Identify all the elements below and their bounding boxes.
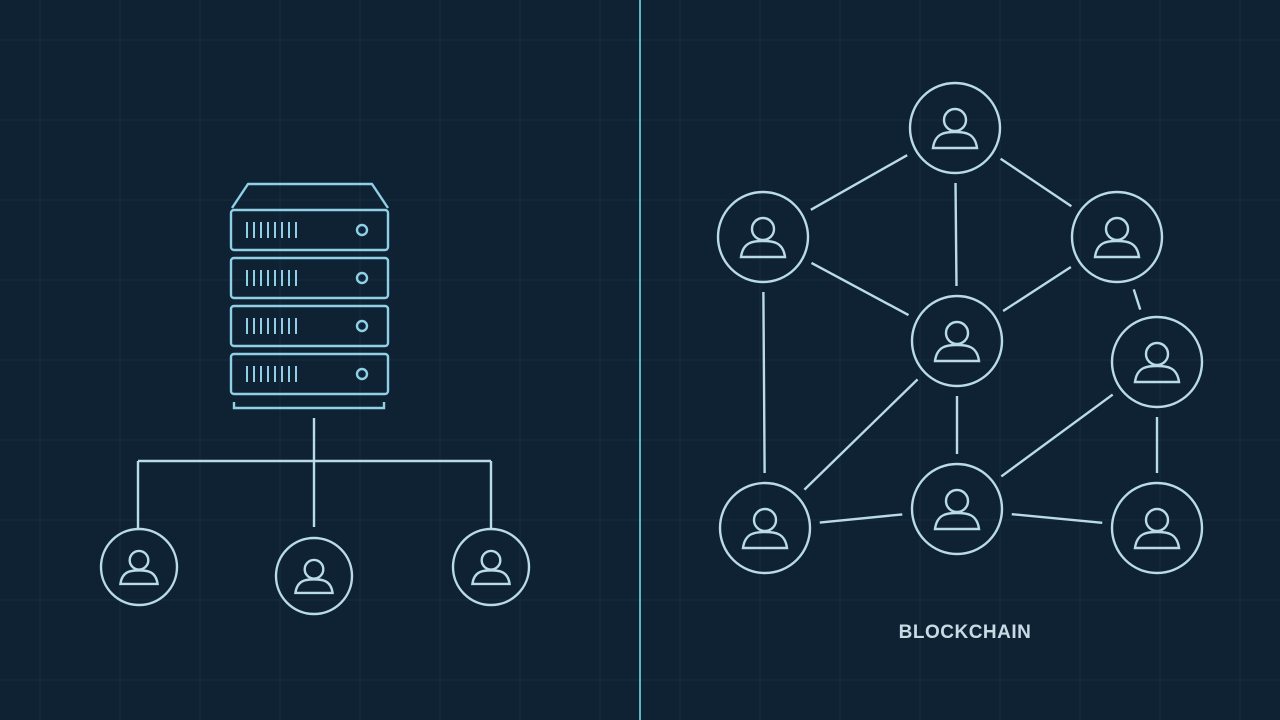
node-circle [910,462,1004,556]
user-body [294,578,334,595]
server-unit-body [229,352,390,396]
user-head [303,558,325,580]
user-body [739,239,787,259]
user-icon [933,488,981,531]
user-head [750,216,776,242]
peer-node [910,462,1004,556]
client-node [99,527,179,607]
user-body [1133,364,1181,384]
peer-link [1000,393,1114,478]
node-circle [1110,481,1204,575]
user-icon [1093,216,1141,259]
server-rack-icon [229,182,390,410]
node-circle [716,190,810,284]
peer-link [954,182,958,287]
peer-link [762,291,766,474]
peer-node [908,81,1002,175]
peer-node [910,294,1004,388]
user-body [1133,530,1181,550]
server-led [355,319,369,333]
user-icon [741,507,789,550]
peer-link [999,157,1073,208]
server-unit [229,304,390,348]
user-head [480,549,502,571]
user-icon [933,320,981,363]
server-unit [229,256,390,300]
peer-link [1002,265,1072,313]
user-body [1093,239,1141,259]
user-icon [1133,507,1181,550]
user-icon [471,549,511,586]
user-icon [1133,341,1181,384]
user-head [128,549,150,571]
node-circle [910,294,1004,388]
user-head [1104,216,1130,242]
user-body [119,569,159,586]
connection-tree [136,418,493,528]
server-unit [229,352,390,396]
server-led [355,367,369,381]
peer-link [1011,513,1103,524]
user-body [741,530,789,550]
user-head [1144,341,1170,367]
peer-node [718,481,812,575]
server-unit-body [229,256,390,300]
peer-node [1110,481,1204,575]
user-body [931,130,979,150]
node-circle [1070,190,1164,284]
user-head [944,320,970,346]
node-circle [1110,315,1204,409]
node-circle [908,81,1002,175]
user-icon [294,558,334,595]
server-led [355,223,369,237]
peer-link [819,513,903,524]
user-icon [931,107,979,150]
server-top [231,182,389,209]
blockchain-caption: BLOCKCHAIN [898,622,1032,643]
peer-node [716,190,810,284]
client-node [274,536,354,616]
peer-link [810,261,910,317]
peer-link [810,154,908,211]
user-body [471,569,511,586]
user-icon [119,549,159,586]
server-unit-body [229,304,390,348]
user-body [933,511,981,531]
node-circle [99,527,179,607]
user-body [933,343,981,363]
node-circle [451,527,531,607]
peer-node [1110,315,1204,409]
client-node [451,527,531,607]
server-unit-body [229,208,390,252]
user-head [944,488,970,514]
server-base [232,402,386,410]
node-circle [274,536,354,616]
user-icon [739,216,787,259]
server-unit [229,208,390,252]
server-led [355,271,369,285]
node-circle [718,481,812,575]
peer-link [803,378,919,491]
peer-link [1132,289,1142,310]
peer-links [762,154,1159,524]
peer-node [1070,190,1164,284]
